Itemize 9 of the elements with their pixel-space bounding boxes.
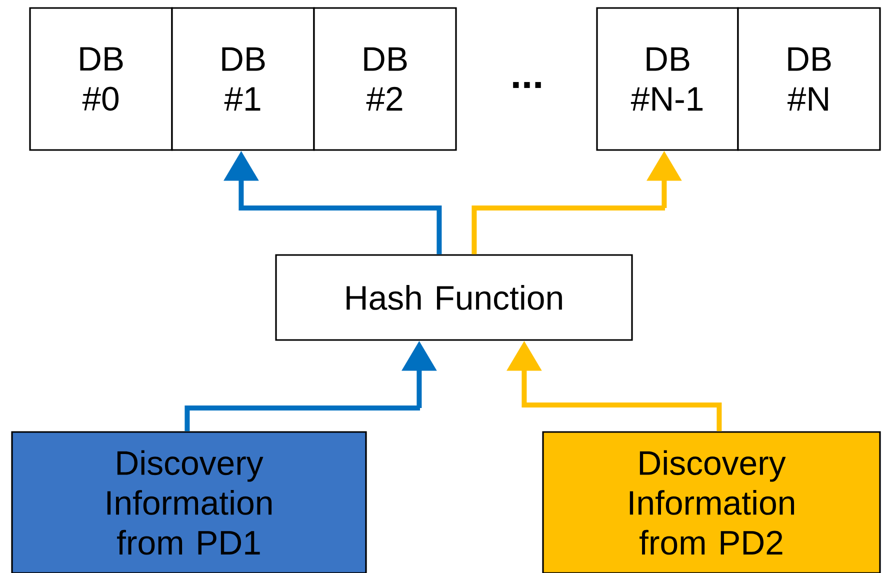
ellipsis-label: ... (513, 82, 541, 88)
database-box: DB #N-1 (596, 7, 739, 151)
process-box: Hash Function (275, 254, 633, 341)
database-box: DB #0 (29, 7, 173, 151)
source-box: Discovery Information from PD2 (542, 431, 881, 573)
source-box: Discovery Information from PD1 (11, 431, 367, 573)
database-box: DB #2 (313, 7, 457, 151)
database-box: DB #N (737, 7, 881, 151)
database-box: DB #1 (171, 7, 315, 151)
